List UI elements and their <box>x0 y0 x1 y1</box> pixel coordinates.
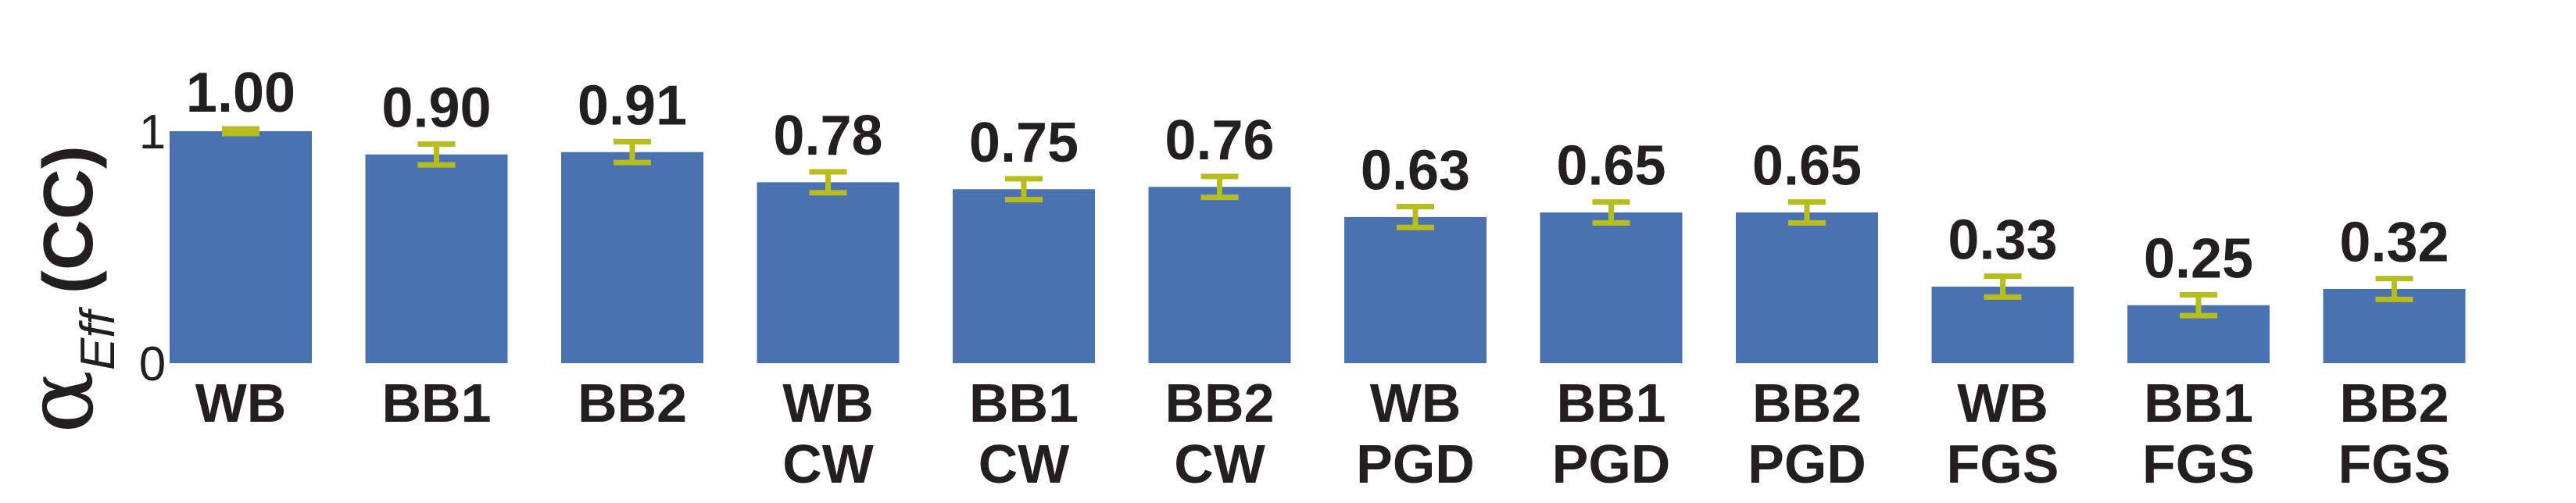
x-tick-label: PGD <box>1356 433 1475 494</box>
value-label: 0.91 <box>578 74 687 137</box>
x-tick-label: BB1 <box>1556 373 1665 433</box>
x-tick-label: FGS <box>1947 433 2059 494</box>
bar <box>757 182 900 363</box>
x-tick-label: BB1 <box>2144 373 2253 433</box>
y-axis-label-subscript: Eff <box>71 306 125 370</box>
x-tick-label: PGD <box>1552 433 1671 494</box>
value-label: 0.75 <box>969 112 1079 174</box>
value-label: 0.63 <box>1361 140 1470 202</box>
y-axis-label-suffix: (CC) <box>30 145 108 294</box>
bar <box>170 131 312 363</box>
bar <box>1540 212 1683 363</box>
error-bar <box>809 169 847 196</box>
bar <box>1344 216 1487 363</box>
x-tick-label: PGD <box>1748 433 1866 494</box>
x-tick-label: CW <box>782 433 874 494</box>
bar <box>953 189 1095 363</box>
value-label: 0.65 <box>1752 135 1862 198</box>
bars <box>170 131 2466 364</box>
y-axis-label-symbol: α <box>6 370 115 433</box>
y-axis-ticks: 01 <box>139 105 166 391</box>
error-bar <box>2180 291 2217 319</box>
y-tick-label: 0 <box>139 337 166 391</box>
value-label: 1.00 <box>186 62 295 124</box>
error-bar <box>2375 276 2413 302</box>
y-tick-label: 1 <box>139 105 166 159</box>
x-tick-label: FGS <box>2338 433 2451 494</box>
bar <box>561 152 703 364</box>
x-tick-label: BB2 <box>1165 373 1274 433</box>
value-label: 0.78 <box>773 105 882 167</box>
value-labels: 1.00 0.90 0.91 0.78 0.75 0.76 0.63 0.65 0.65 0.33… <box>186 62 2449 290</box>
x-tick-label: CW <box>1174 433 1265 494</box>
value-label: 0.76 <box>1165 109 1274 172</box>
y-axis-label-text: αEff (CC) <box>6 145 125 433</box>
error-bar <box>1005 176 1043 203</box>
x-tick-label: BB1 <box>969 373 1079 433</box>
bar <box>1736 212 1878 363</box>
error-bar <box>1984 273 2022 300</box>
y-axis-label: αEff (CC) <box>6 145 125 433</box>
x-tick-label: CW <box>979 433 1070 494</box>
bar <box>365 154 508 363</box>
error-bar <box>614 138 651 166</box>
error-bars <box>222 126 2413 319</box>
value-label: 0.33 <box>1948 209 2057 272</box>
x-tick-label: WB <box>1370 373 1462 433</box>
x-tick-label: BB2 <box>1752 373 1862 433</box>
x-tick-label: FGS <box>2142 433 2255 494</box>
error-bar <box>1592 199 1630 226</box>
bar <box>1148 187 1291 363</box>
value-label: 0.65 <box>1556 135 1665 198</box>
error-bar <box>1788 199 1826 226</box>
x-tick-label: BB2 <box>578 373 687 433</box>
x-tick-label: WB <box>195 373 287 433</box>
error-bar <box>1397 204 1434 230</box>
value-label: 0.32 <box>2339 212 2449 274</box>
x-tick-label: BB2 <box>2339 373 2449 433</box>
x-tick-label: WB <box>782 373 874 433</box>
x-tick-label: WB <box>1957 373 2048 433</box>
error-bar <box>417 141 456 168</box>
value-label: 0.90 <box>381 77 491 139</box>
x-tick-label: BB1 <box>381 373 491 433</box>
error-bar <box>1200 173 1239 201</box>
value-label: 0.25 <box>2144 227 2253 290</box>
error-bar <box>222 126 259 137</box>
